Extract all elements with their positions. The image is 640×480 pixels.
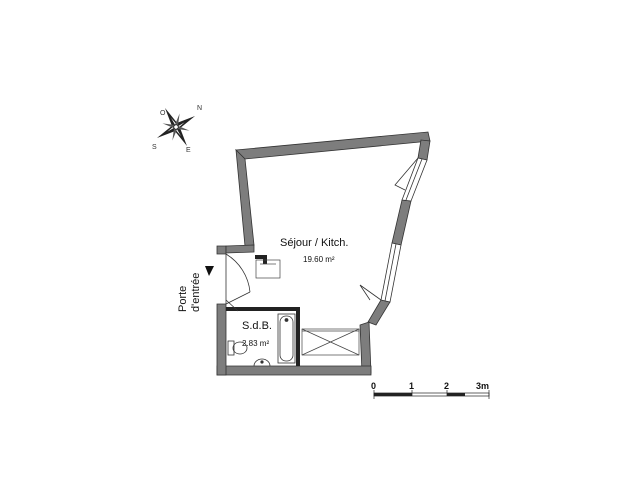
exterior-walls <box>216 131 431 376</box>
kitchen-unit <box>255 259 281 279</box>
compass-rose-icon <box>156 107 196 147</box>
toilet <box>227 340 248 356</box>
bathtub <box>277 313 296 364</box>
room-area-living: 19.60 m² <box>303 255 335 264</box>
interior-partitions <box>226 255 300 366</box>
window-lower <box>359 242 402 303</box>
window-upper <box>394 157 428 202</box>
room-area-bathroom: 2.83 m² <box>242 339 269 348</box>
entrance-door[interactable] <box>225 253 251 305</box>
entrance-label-line2: d'entrée <box>190 273 202 312</box>
entrance-label-line1: Porte <box>177 286 189 312</box>
room-label-bathroom: S.d.B. <box>242 320 272 332</box>
scale-tick-1: 1 <box>409 381 414 391</box>
compass-letter-s: S <box>152 144 157 151</box>
scale-tick-0: 0 <box>371 381 376 391</box>
compass-letter-n: N <box>197 105 202 112</box>
room-label-living: Séjour / Kitch. <box>280 237 348 249</box>
washbasin <box>253 358 271 367</box>
scale-tick-3: 3m <box>476 381 489 391</box>
scale-bar <box>373 390 490 399</box>
compass-letter-e: E <box>186 147 191 154</box>
scale-tick-2: 2 <box>444 381 449 391</box>
bathroom-door[interactable] <box>225 299 239 312</box>
compass-letter-o: O <box>160 110 166 117</box>
entrance-arrow-icon <box>205 266 214 276</box>
storage-closet <box>301 328 360 356</box>
